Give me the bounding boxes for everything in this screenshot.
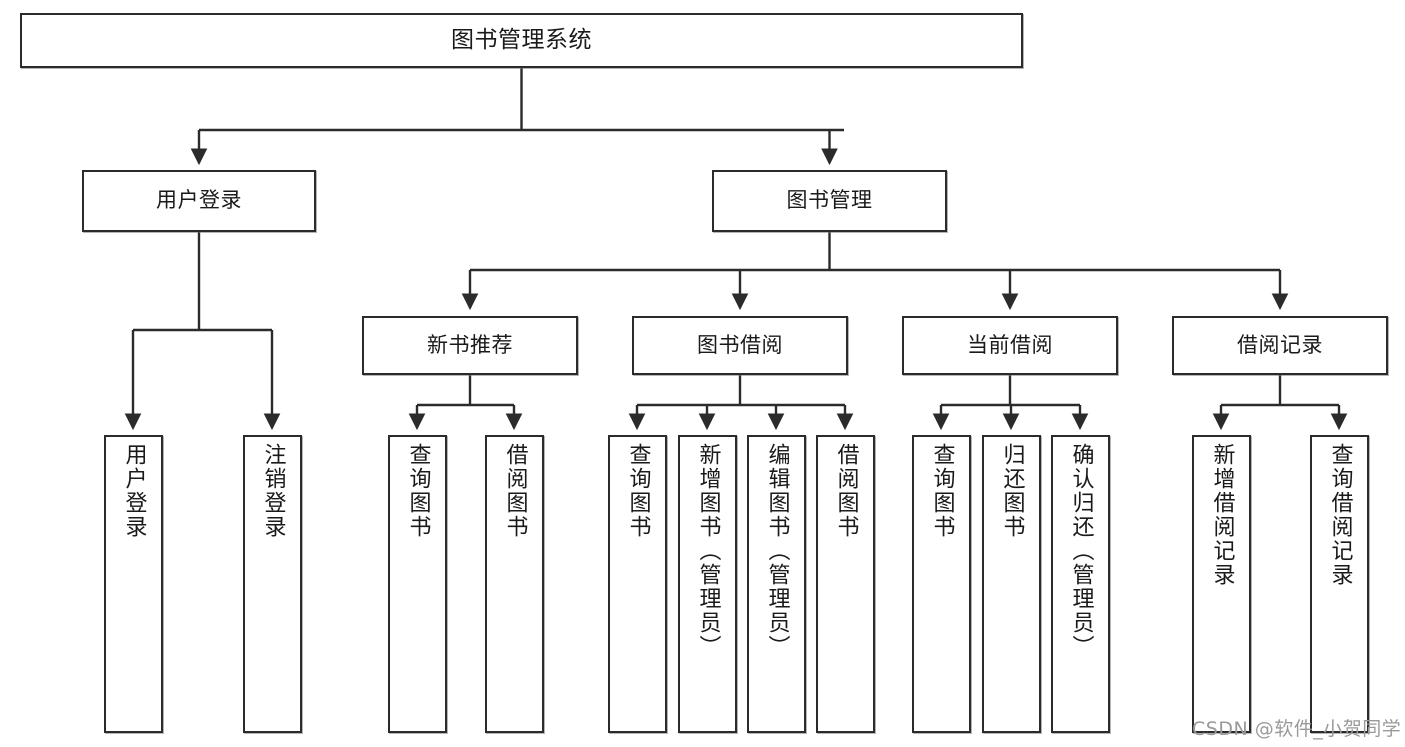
node-current-borrowing[interactable]: 当前借阅 [902, 316, 1118, 375]
leaf-current-borrow-return-books[interactable]: 归还图书 [982, 435, 1041, 733]
leaf-book-borrow-query-books[interactable]: 查询图书 [608, 435, 667, 733]
node-label: 当前借阅 [967, 332, 1053, 357]
leaf-borrow-record-add-record[interactable]: 新增借阅记录 [1192, 435, 1251, 733]
leaf-book-borrow-borrow-books[interactable]: 借阅图书 [816, 435, 875, 733]
leaf-book-borrow-edit-book-admin[interactable]: 编辑图书（管理员） [747, 435, 806, 733]
node-label: 编辑图书（管理员） [764, 443, 790, 659]
node-book-borrowing[interactable]: 图书借阅 [632, 316, 848, 375]
node-label: 查询借阅记录 [1327, 443, 1353, 587]
node-label: 借阅记录 [1237, 332, 1323, 357]
node-label: 查询图书 [929, 443, 955, 539]
node-label: 新增借阅记录 [1209, 443, 1235, 587]
node-label: 用户登录 [121, 443, 147, 539]
leaf-user-login-signin[interactable]: 用户登录 [104, 435, 163, 733]
leaf-user-login-signout[interactable]: 注销登录 [243, 435, 302, 733]
leaf-current-borrow-query-books[interactable]: 查询图书 [912, 435, 971, 733]
node-root-book-management-system[interactable]: 图书管理系统 [20, 13, 1023, 68]
node-user-login[interactable]: 用户登录 [82, 170, 316, 232]
leaf-book-borrow-add-book-admin[interactable]: 新增图书（管理员） [678, 435, 737, 733]
node-label: 图书管理 [786, 188, 873, 213]
node-label: 查询图书 [625, 443, 651, 539]
node-label: 图书管理系统 [451, 26, 592, 53]
leaf-current-borrow-confirm-return-admin[interactable]: 确认归还（管理员） [1051, 435, 1110, 733]
leaf-new-book-query-books[interactable]: 查询图书 [388, 435, 447, 733]
node-label: 新书推荐 [427, 332, 513, 357]
node-label: 确认归还（管理员） [1068, 443, 1094, 659]
node-borrowing-record[interactable]: 借阅记录 [1172, 316, 1388, 375]
node-label: 归还图书 [999, 443, 1025, 539]
node-label: 借阅图书 [502, 443, 528, 539]
node-label: 图书借阅 [697, 332, 783, 357]
csdn-watermark: CSDN @软件_小贺同学 [1192, 718, 1402, 740]
node-label: 用户登录 [156, 188, 242, 213]
node-new-book-recommendation[interactable]: 新书推荐 [362, 316, 578, 375]
node-label: 注销登录 [260, 443, 286, 539]
node-label: 查询图书 [405, 443, 431, 539]
leaf-new-book-borrow-books[interactable]: 借阅图书 [485, 435, 544, 733]
leaf-borrow-record-query-record[interactable]: 查询借阅记录 [1310, 435, 1369, 733]
node-book-management[interactable]: 图书管理 [712, 170, 947, 232]
node-label: 借阅图书 [833, 443, 859, 539]
node-label: 新增图书（管理员） [695, 443, 721, 659]
